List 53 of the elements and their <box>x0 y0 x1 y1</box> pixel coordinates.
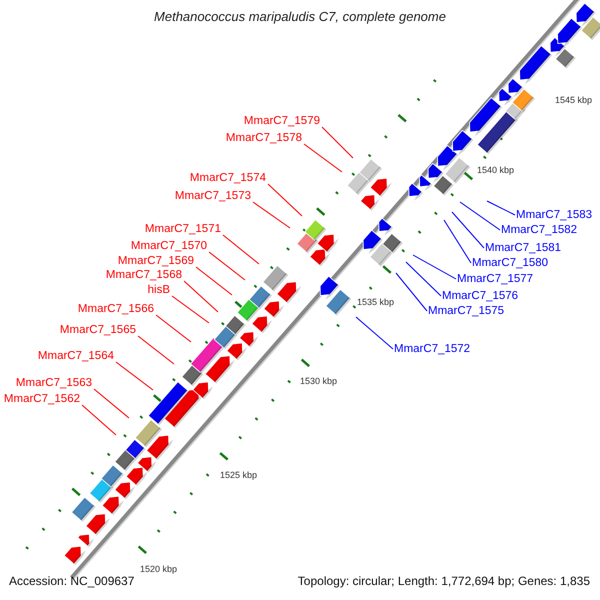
leader-line <box>156 314 192 342</box>
leader-line <box>268 184 302 216</box>
gene-label: MmarC7_1568 <box>106 268 182 282</box>
leader-line <box>222 234 260 264</box>
position-label: 1525 kbp <box>220 470 258 481</box>
gene-label: MmarC7_1583 <box>516 208 592 222</box>
leader-line <box>452 212 484 248</box>
leader-line <box>406 262 442 296</box>
leader-line <box>208 252 246 280</box>
leader-line <box>184 280 218 312</box>
gene-label: MmarC7_1572 <box>394 342 470 356</box>
leader-line <box>304 144 342 172</box>
leader-line <box>396 272 428 312</box>
leader-line <box>116 362 154 390</box>
gene-label: MmarC7_1569 <box>118 254 194 268</box>
gene-label: MmarC7_1575 <box>428 304 504 318</box>
gene-label: MmarC7_1565 <box>60 323 136 337</box>
gene-label: MmarC7_1581 <box>485 241 562 255</box>
info-text: Topology: circular; Length: 1,772,694 bp; Genes: 1,835 <box>298 574 590 589</box>
leader-line <box>196 266 232 296</box>
gene-label: MmarC7_1564 <box>38 349 114 363</box>
position-label: 1530 kbp <box>300 376 338 387</box>
gene-label: MmarC7_1574 <box>190 171 266 185</box>
position-label: 1520 kbp <box>140 564 178 575</box>
leader-line <box>138 336 174 364</box>
gene-label: MmarC7_1570 <box>130 239 207 253</box>
position-label: 1540 kbp <box>477 165 514 176</box>
gene-label: MmarC7_1582 <box>501 223 578 237</box>
gene-label: MmarC7_1579 <box>244 114 320 128</box>
title: Methanococcus maripaludis C7, complete genome <box>153 9 447 25</box>
gene-label: MmarC7_1580 <box>472 256 548 270</box>
gene-label: hisB <box>148 283 170 297</box>
position-label: 1545 kbp <box>555 95 592 106</box>
leader-line <box>94 388 130 418</box>
gene-label: MmarC7_1577 <box>457 272 534 286</box>
gene-label: MmarC7_1563 <box>16 376 92 390</box>
gene-label: MmarC7_1576 <box>442 289 518 303</box>
leader-line <box>486 200 516 216</box>
leader-line <box>322 126 354 158</box>
position-label: 1535 kbp <box>357 297 394 308</box>
info-text: Accession: NC_009637 <box>9 574 134 589</box>
leader-line <box>412 254 456 280</box>
leader-line <box>356 316 394 350</box>
leader-line <box>460 202 500 230</box>
leader-line <box>172 296 210 324</box>
gene-label: MmarC7_1562 <box>4 392 80 406</box>
gene-label: MmarC7_1571 <box>144 222 221 236</box>
gene-label: MmarC7_1566 <box>78 302 154 316</box>
leader-line <box>444 220 472 264</box>
gene-label: MmarC7_1578 <box>226 131 302 145</box>
gene-label: MmarC7_1573 <box>174 189 251 203</box>
leader-line <box>82 404 116 436</box>
leader-line <box>252 202 290 228</box>
